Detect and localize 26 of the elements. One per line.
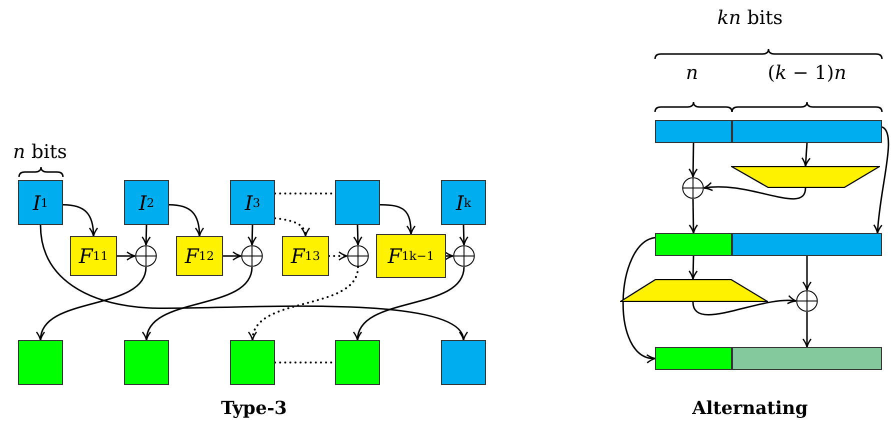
- xor-symbol: [453, 245, 475, 267]
- output-block: [230, 340, 275, 385]
- figure-caption: Alternating: [692, 398, 808, 419]
- output-block: [441, 340, 486, 385]
- state-block: [732, 233, 882, 256]
- round-function-trapezoid: [620, 279, 768, 302]
- output-block: [18, 340, 63, 385]
- round-function-trapezoid: [731, 166, 880, 188]
- state-block: [732, 347, 882, 370]
- state-block: [655, 120, 732, 143]
- state-block: [732, 120, 882, 143]
- output-block: [335, 340, 380, 385]
- xor-symbol: [241, 245, 263, 267]
- input-block: [335, 180, 380, 225]
- bit-width-label: n: [686, 62, 698, 84]
- bit-width-label: (k − 1)n: [768, 62, 846, 84]
- state-block: [655, 233, 732, 256]
- bit-width-label: n bits: [13, 141, 67, 163]
- xor-symbol: [796, 290, 818, 312]
- xor-symbol: [347, 245, 369, 267]
- xor-symbol: [682, 177, 704, 199]
- figure-caption: Type-3: [221, 398, 287, 419]
- xor-symbol: [135, 245, 157, 267]
- state-block: [655, 347, 732, 370]
- output-block: [124, 340, 169, 385]
- bit-width-label: kn bits: [717, 7, 783, 29]
